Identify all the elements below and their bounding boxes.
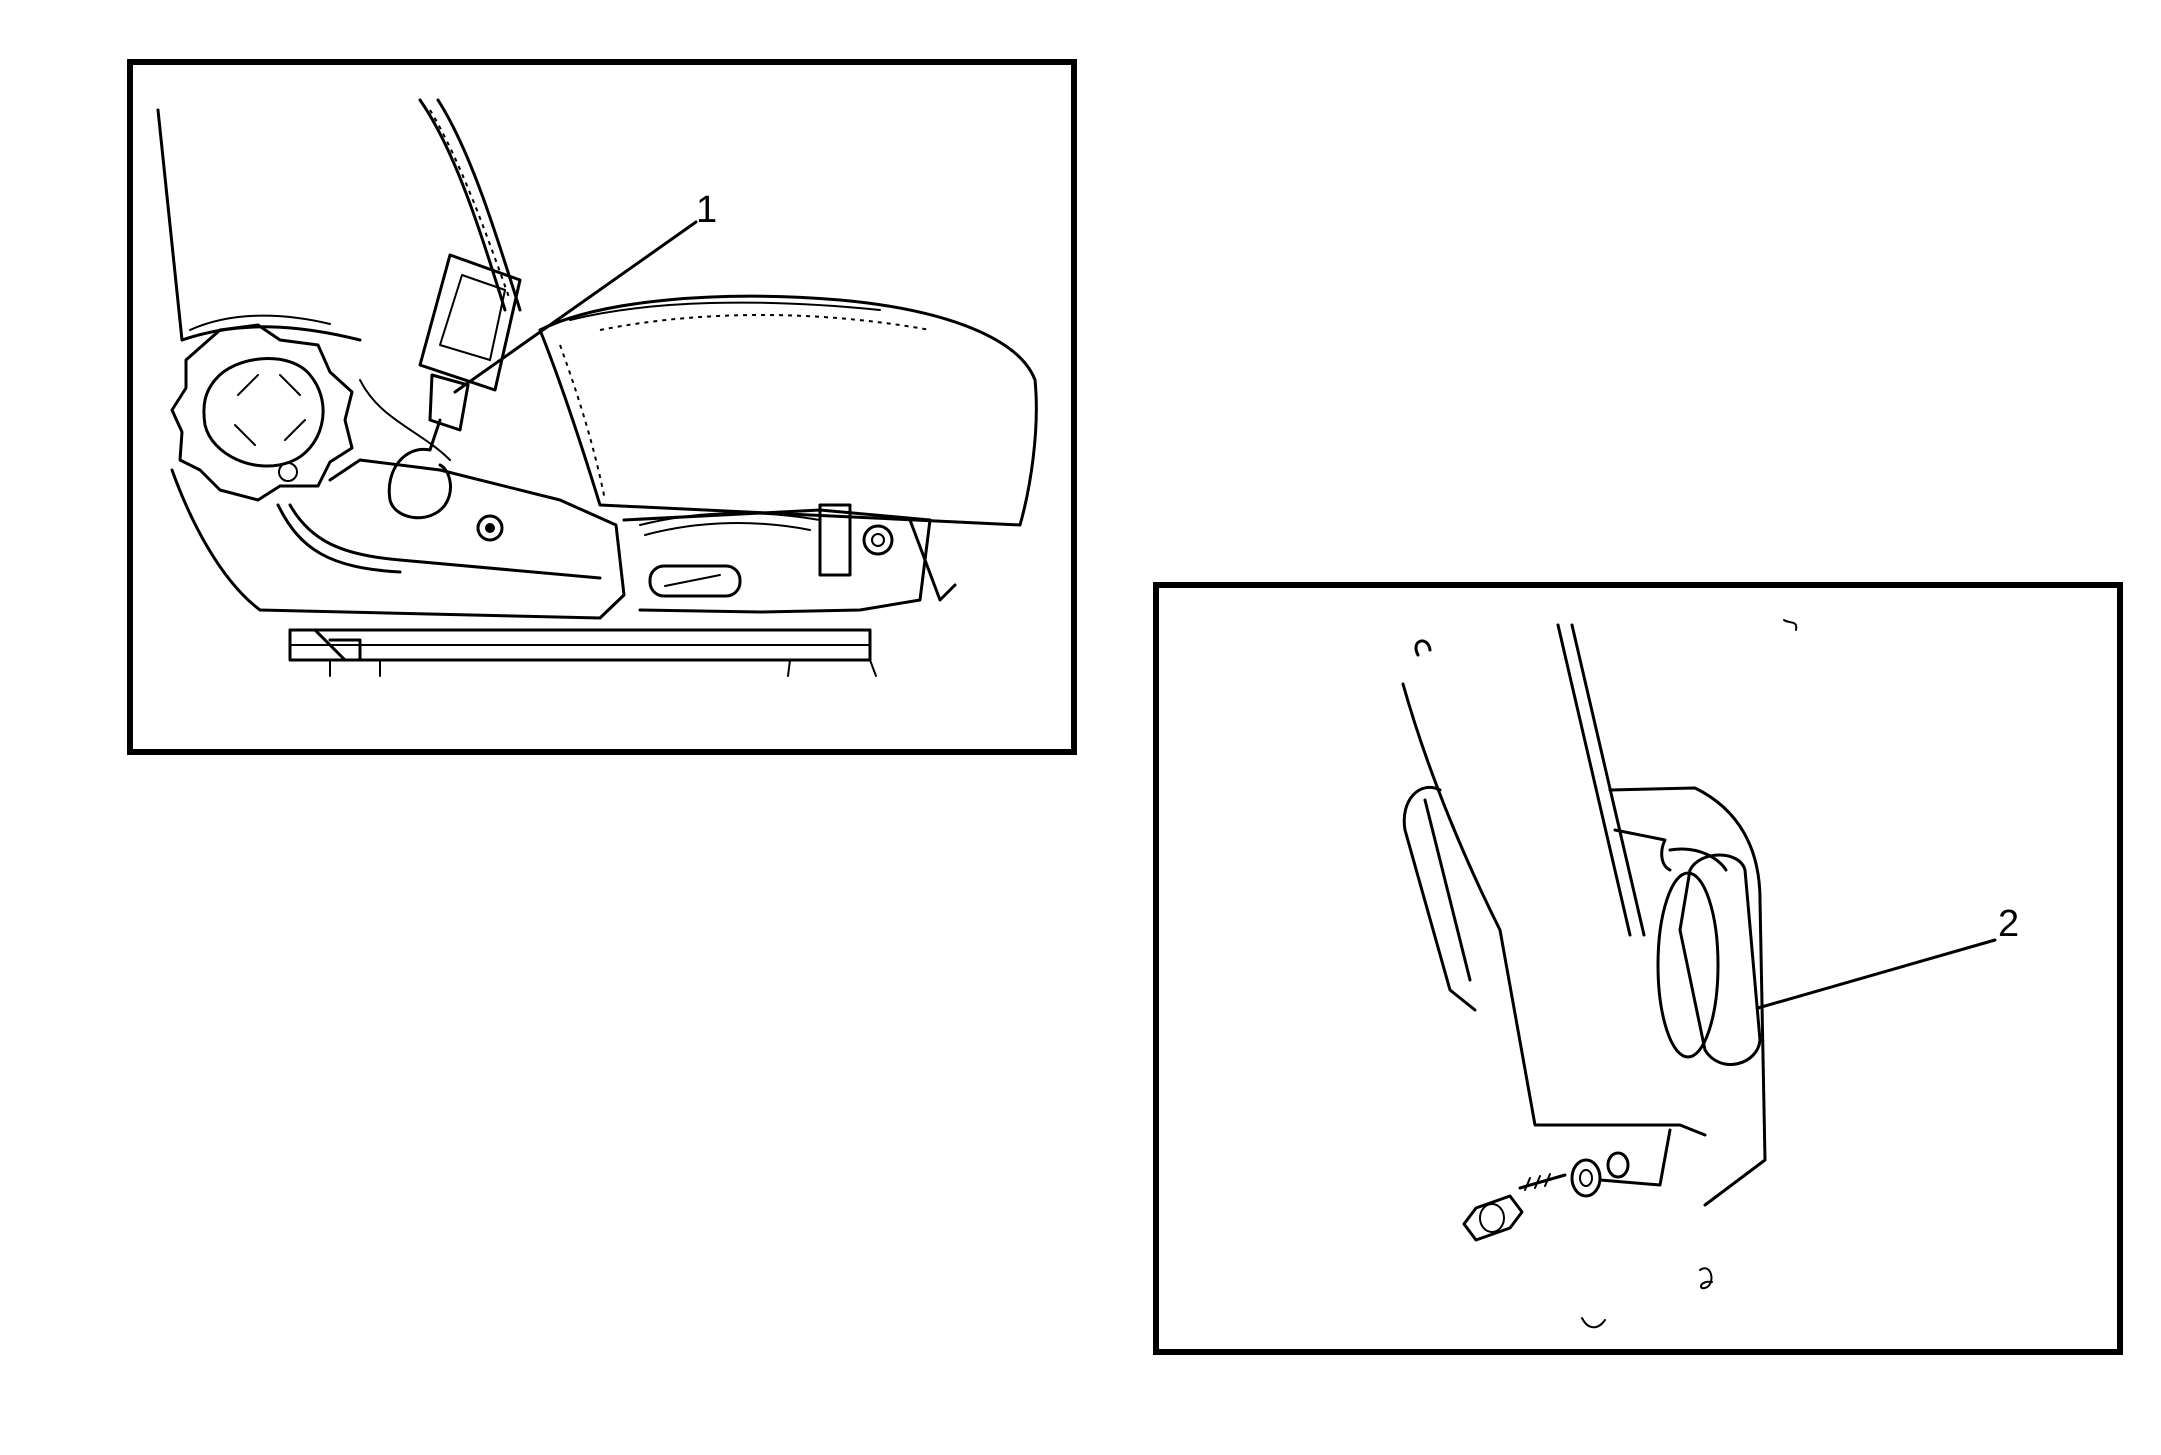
seat-side-view-panel: 1: [127, 59, 1077, 755]
seat-track: [288, 503, 957, 677]
callout-1-label: 1: [696, 189, 717, 231]
stray-marks: [1581, 1267, 1713, 1329]
seat-back: [156, 98, 522, 342]
seat-cushion: [538, 294, 1038, 527]
recliner-cover-detail-panel: 2: [1153, 582, 2123, 1355]
bolt-and-washer: [1462, 1158, 1602, 1242]
seat-belt-buckle: [359, 253, 522, 520]
seat-back-frame: [1401, 619, 1798, 1137]
seat-panel-frame: [127, 59, 1077, 755]
track-bolt-icon: [862, 524, 894, 556]
shield-bolt-icon: [476, 514, 504, 542]
callout-1: 1: [453, 189, 717, 394]
washer-icon: [1570, 1158, 1602, 1198]
detail-panel-frame: [1153, 582, 2123, 1355]
seat-side-shield: [170, 458, 626, 620]
recliner-bracket: [1402, 785, 1767, 1207]
callout-2-label: 2: [1998, 903, 2019, 945]
callout-1-leader: [453, 220, 698, 394]
recliner-cover: [1656, 853, 1762, 1066]
callout-2-leader: [1756, 938, 1997, 1010]
callout-2: 2: [1756, 903, 2019, 1010]
recliner-handwheel: [170, 323, 354, 502]
bolt-icon: [1462, 1194, 1524, 1242]
